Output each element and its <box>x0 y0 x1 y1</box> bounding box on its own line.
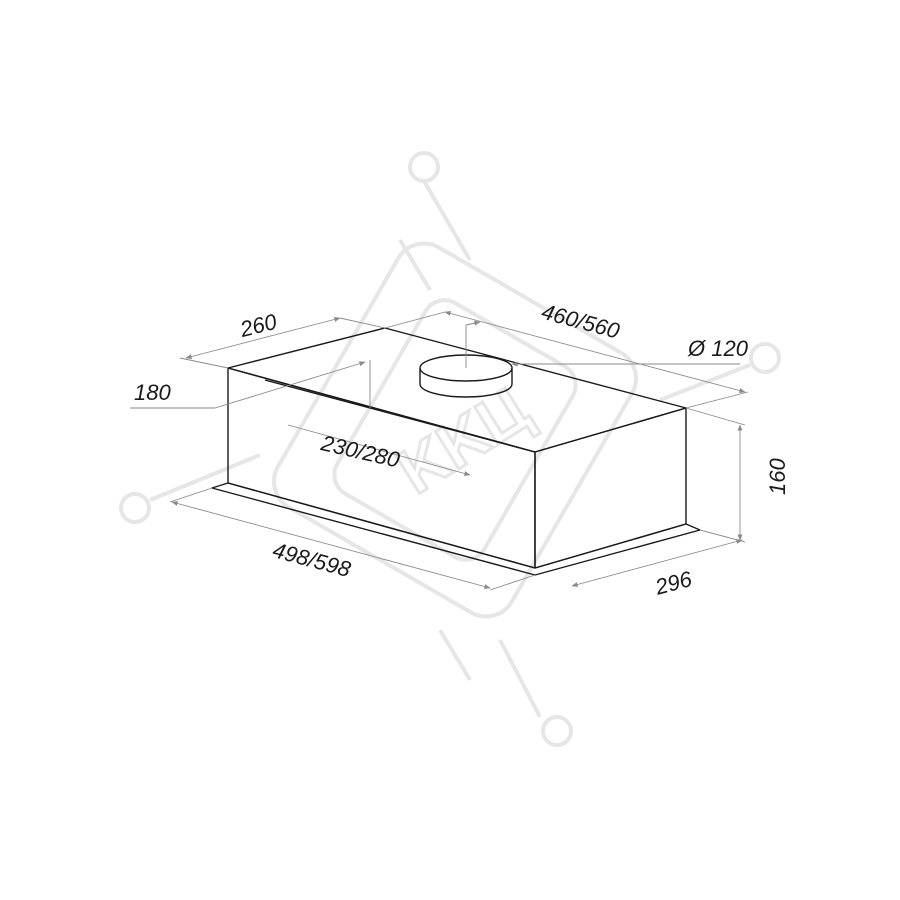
label-duct-diameter: Ø 120 <box>687 336 749 361</box>
side-face <box>534 407 687 569</box>
label-depth-bottom: 296 <box>652 566 696 600</box>
label-height: 160 <box>765 458 790 495</box>
label-width-bottom: 498/598 <box>270 537 354 582</box>
label-depth-top: 260 <box>237 309 280 343</box>
label-width-top: 460/560 <box>539 299 623 344</box>
watermark-logo: KKЦ <box>119 151 781 747</box>
label-duct-position: 230/280 <box>318 430 403 473</box>
dimension-lines <box>130 311 749 591</box>
label-duct-offset: 180 <box>134 380 171 405</box>
